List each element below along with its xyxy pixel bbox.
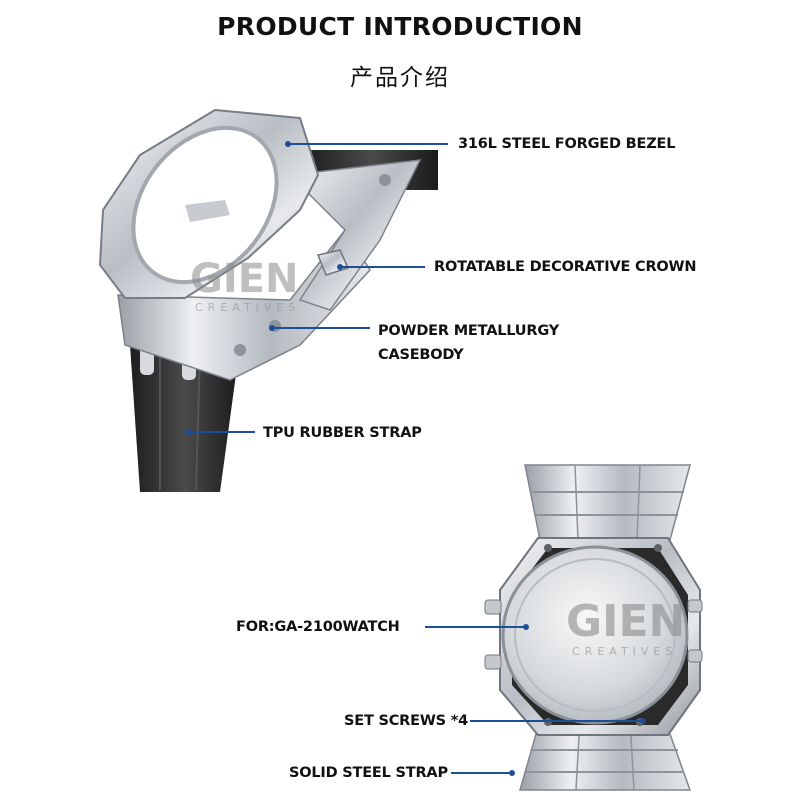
- callout-label-casebody-line1: POWDER METALLURGY: [378, 323, 560, 339]
- page-subtitle: 产品介绍: [350, 65, 450, 91]
- callout-label-steel-strap: SOLID STEEL STRAP: [289, 765, 448, 781]
- svg-text:GIEN: GIEN: [566, 596, 685, 647]
- watermark-bottom: GIEN CREATIVES: [566, 596, 685, 658]
- svg-text:GIEN: GIEN: [190, 256, 299, 302]
- callout-label-watch-model: FOR:GA-2100WATCH: [236, 619, 400, 635]
- bezel: [98, 108, 320, 299]
- callout-label-bezel: 316L STEEL FORGED BEZEL: [458, 136, 676, 152]
- watch-back-case: [484, 537, 703, 736]
- steel-strap-top: [524, 464, 691, 541]
- callout-leaders: [185, 141, 646, 776]
- callout-label-crown: ROTATABLE DECORATIVE CROWN: [434, 259, 697, 275]
- callout-label-casebody-line2: CASEBODY: [378, 347, 464, 363]
- watermark-top: GIEN CREATIVES: [190, 256, 300, 314]
- callout-label-set-screws: SET SCREWS *4: [344, 713, 468, 729]
- svg-text:CREATIVES: CREATIVES: [195, 301, 300, 314]
- callout-label-tpu-strap: TPU RUBBER STRAP: [263, 425, 422, 441]
- page-title: PRODUCT INTRODUCTION: [217, 12, 583, 41]
- svg-text:CREATIVES: CREATIVES: [572, 645, 677, 658]
